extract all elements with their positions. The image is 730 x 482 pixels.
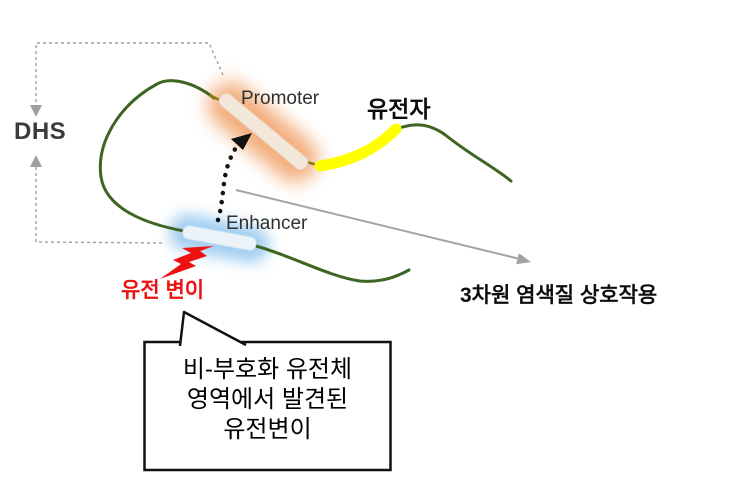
enhancer-label: Enhancer <box>226 213 308 234</box>
callout-tail <box>178 310 247 347</box>
promoter-bar <box>218 92 309 171</box>
dna-strand-upper-right <box>395 123 513 183</box>
lightning-bolt-icon <box>160 246 214 279</box>
variant-label: 유전 변이 <box>121 279 205 302</box>
callout-box <box>143 340 392 472</box>
dna-strand-loop <box>98 79 216 233</box>
interaction-3d-label: 3차원 염색질 상호작용 <box>460 284 658 307</box>
dhs-dashed-line-bottom <box>35 167 165 244</box>
dhs-arrow-up-icon <box>30 155 42 167</box>
interaction-arrow-line <box>235 189 521 260</box>
dhs-dashed-line-top <box>35 42 224 105</box>
callout-line-2: 영역에서 발견된 <box>186 386 349 413</box>
callout-text: 비-부호화 유전체 영역에서 발견된 유전변이 <box>145 355 390 445</box>
callout-line-1: 비-부호화 유전체 <box>182 356 353 383</box>
gene-label: 유전자 <box>367 96 431 122</box>
dhs-arrow-down-icon <box>30 105 42 117</box>
enhancer-promoter-dotted-arrow <box>215 136 246 223</box>
interaction-arrowhead-icon <box>516 253 531 265</box>
promoter-label: Promoter <box>241 88 320 109</box>
dhs-label: DHS <box>14 118 67 145</box>
gene-segment <box>314 123 402 172</box>
enhancer-bar <box>182 225 257 251</box>
dotted-arrowhead-icon <box>231 133 252 150</box>
callout-line-3: 유전변이 <box>223 416 312 443</box>
dna-strand-lower-right <box>254 244 411 283</box>
